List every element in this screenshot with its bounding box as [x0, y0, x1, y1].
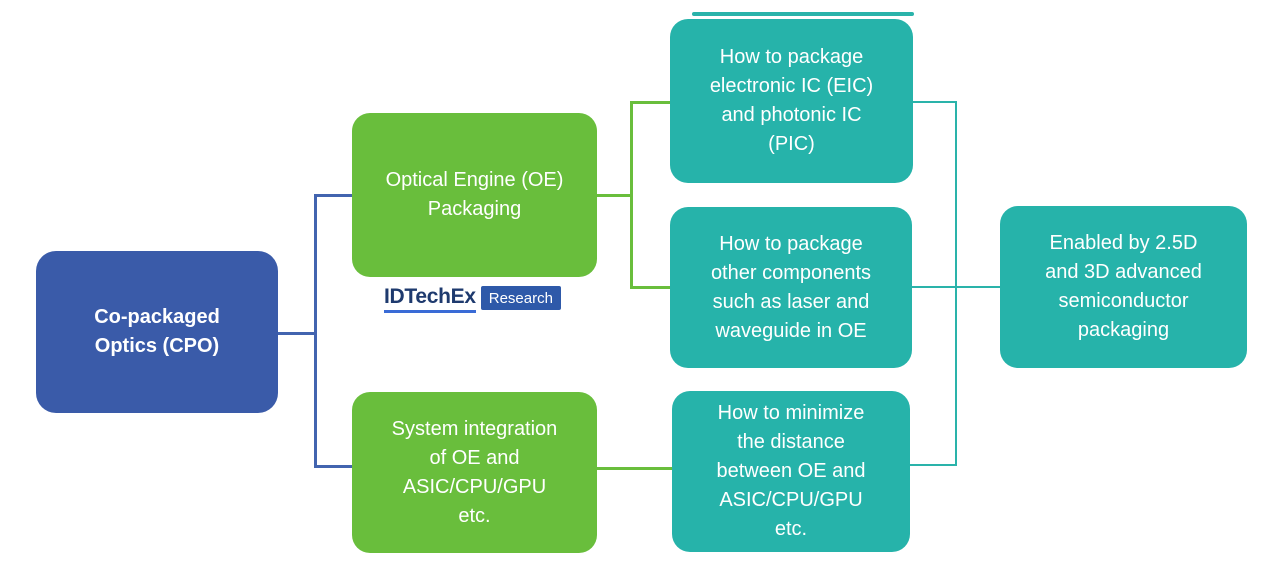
node-label: Enabled by 2.5D and 3D advanced semicond…: [1045, 232, 1202, 341]
connector-teal-middle-branch: [912, 286, 1000, 288]
node-co-packaged-optics: Co-packaged Optics (CPO): [36, 251, 278, 413]
node-enabled-by-advanced-packaging: Enabled by 2.5D and 3D advanced semicond…: [1000, 206, 1247, 368]
node-label: Co-packaged Optics (CPO): [94, 306, 220, 357]
connector-green-trunk: [630, 101, 633, 289]
connector-teal-top-branch: [913, 101, 956, 103]
node-minimize-distance: How to minimize the distance between OE …: [672, 391, 910, 552]
connector-green-straight: [597, 467, 672, 470]
idtechex-research-logo: IDTechEx Research: [384, 285, 561, 313]
node-label: System integration of OE and ASIC/CPU/GP…: [391, 417, 558, 527]
node-system-integration: System integration of OE and ASIC/CPU/GP…: [352, 392, 597, 553]
node-label: How to package other components such as …: [710, 232, 872, 342]
connector-blue-bottom-branch: [314, 465, 352, 468]
connector-green-stub: [597, 194, 631, 197]
connector-blue-stub: [278, 332, 315, 335]
node-package-eic-pic: How to package electronic IC (EIC) and p…: [670, 19, 913, 183]
connector-teal-bottom-branch: [910, 464, 956, 466]
research-badge: Research: [480, 286, 561, 310]
node-label: How to package electronic IC (EIC) and p…: [709, 46, 874, 155]
connector-blue-trunk: [314, 194, 317, 468]
node-label: Optical Engine (OE) Packaging: [385, 169, 564, 220]
connector-green-top-branch: [630, 101, 670, 104]
node-package-other-components: How to package other components such as …: [670, 207, 912, 368]
node-label: How to minimize the distance between OE …: [716, 402, 866, 540]
connector-teal-trunk: [955, 101, 957, 466]
node-optical-engine-packaging: Optical Engine (OE) Packaging: [352, 113, 597, 277]
connector-blue-top-branch: [314, 194, 352, 197]
connector-green-bottom-branch: [630, 286, 672, 289]
clipped-teal-line: [692, 12, 914, 16]
idtechex-wordmark: IDTechEx: [384, 285, 476, 313]
